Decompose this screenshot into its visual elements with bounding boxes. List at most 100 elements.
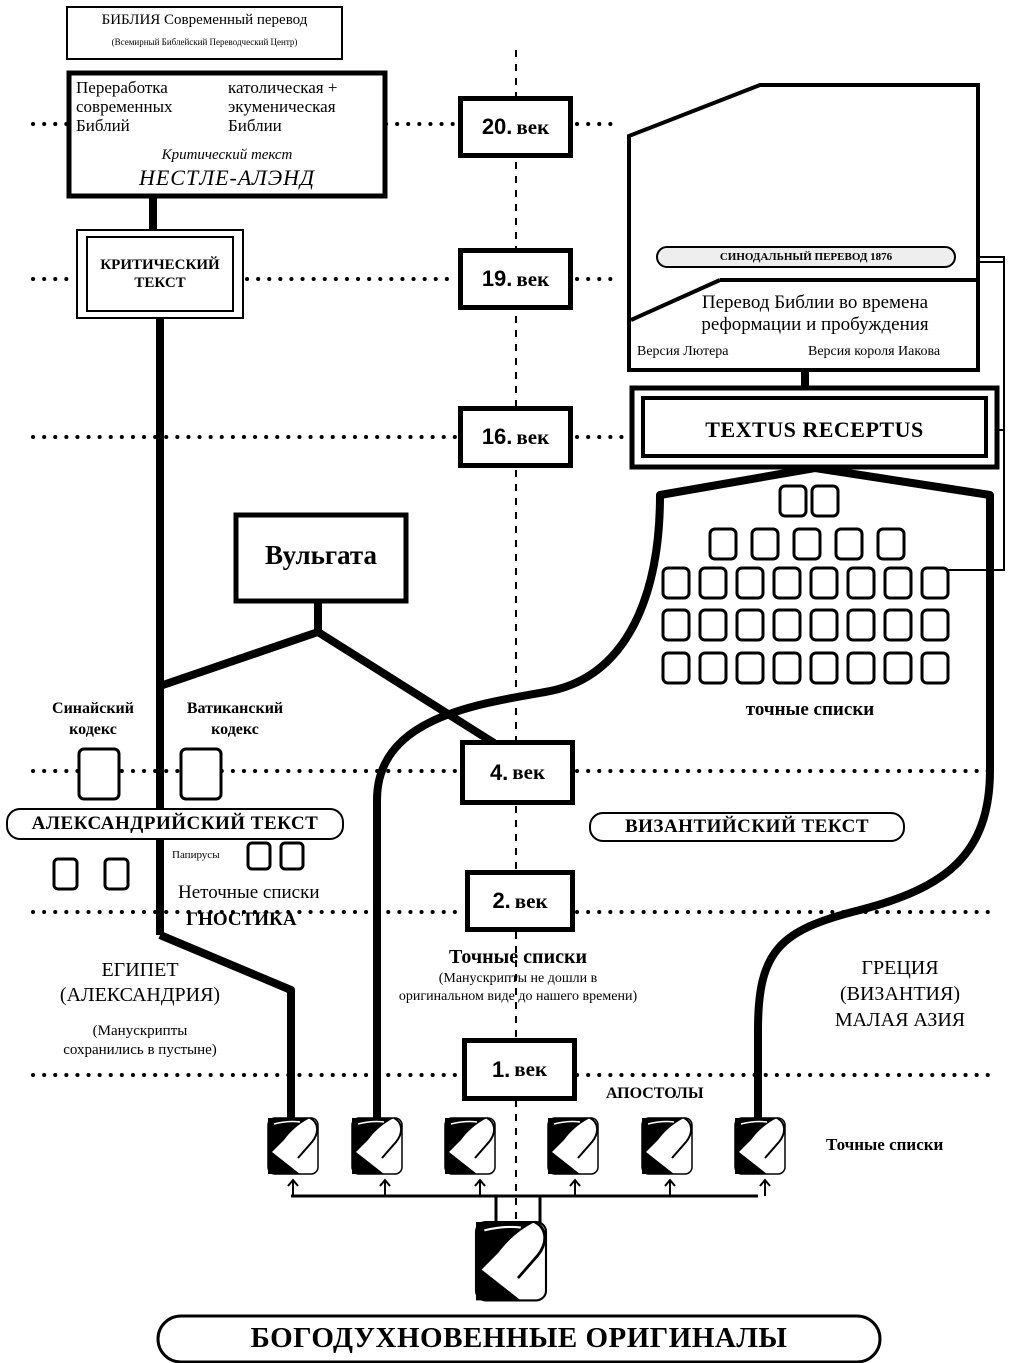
century-16-num: 16. xyxy=(481,424,513,449)
century-20-num: 20. xyxy=(481,114,513,139)
sinaiticus-line: кодекс xyxy=(69,721,117,738)
byzantine-text-label: ВИЗАНТИЙСКИЙ ТЕКСТ xyxy=(624,816,870,837)
century-1-word: век xyxy=(514,1057,548,1081)
accurate-copies-center: Точные списки xyxy=(448,946,588,968)
vulgate-label: Вульгата xyxy=(264,540,378,570)
arrow-head xyxy=(379,1178,391,1187)
copy-manuscript xyxy=(809,608,839,642)
modern-right-col: католическая + экуменическая Библии xyxy=(228,78,337,135)
century-4-num: 4. xyxy=(489,759,509,785)
lineage-arrows xyxy=(287,1178,771,1196)
century-20-word: век xyxy=(516,114,550,139)
egypt-note-line: сохранились в пустыне) xyxy=(63,1042,217,1058)
copy-manuscript xyxy=(846,651,876,685)
egypt-label: ЕГИПЕТ (АЛЕКСАНДРИЯ) xyxy=(10,958,270,1008)
arrow-head xyxy=(759,1178,771,1187)
accurate-copies-center-note: (Манускрипты не дошли в оригинальном вид… xyxy=(370,970,666,1006)
century-16-word: век xyxy=(516,424,550,449)
vaticanus-line: кодекс xyxy=(211,721,259,738)
modern-left-col: Переработка современных Библий xyxy=(76,78,173,135)
century-19: 19.век xyxy=(458,248,573,310)
copy-manuscript xyxy=(883,608,913,642)
copy-manuscript xyxy=(772,651,802,685)
top-bible-subtitle: (Всемирный Библейский Переводческий Цент… xyxy=(111,37,298,47)
vaticanus-line: Ватиканский xyxy=(186,700,284,717)
century-16: 16.век xyxy=(458,406,573,468)
copy-manuscript xyxy=(846,566,876,600)
greece-line: (ВИЗАНТИЯ) xyxy=(839,983,960,1005)
century-19-num: 19. xyxy=(481,266,513,291)
alexandrian-text-label: АЛЕКСАНДРИЙСКИЙ ТЕКСТ xyxy=(31,813,319,834)
papyrus-small xyxy=(103,857,130,891)
egypt-note-line: (Манускрипты xyxy=(92,1023,188,1039)
modern-left-line: Переработка xyxy=(76,78,168,97)
copy-manuscript xyxy=(661,608,691,642)
accurate-lists-label: точные списки xyxy=(745,699,875,720)
century-4-word: век xyxy=(512,760,546,784)
papyrus-small xyxy=(246,841,272,871)
byzantine-text-pill: ВИЗАНТИЙСКИЙ ТЕКСТ xyxy=(589,812,905,842)
vaticanus-label: Ватиканский кодекс xyxy=(165,698,305,740)
gnostics-label: ГНОСТИКА xyxy=(186,909,297,930)
accurate-copies-right: Точные списки xyxy=(826,1135,944,1154)
apostle-manuscripts xyxy=(267,1117,786,1175)
arrow-head xyxy=(287,1178,299,1187)
copy-manuscript xyxy=(735,566,765,600)
copy-manuscript xyxy=(846,608,876,642)
kjv-version: Версия короля Иакова xyxy=(808,344,941,359)
reformation-line: реформации и пробуждения xyxy=(701,314,929,335)
alexandrian-text-pill: АЛЕКСАНДРИЙСКИЙ ТЕКСТ xyxy=(6,808,344,840)
arrow-head xyxy=(569,1178,581,1187)
century-lines xyxy=(31,122,992,1077)
century-19-word: век xyxy=(516,266,550,291)
arrow-head xyxy=(474,1178,486,1187)
center-note-line: оригинальном виде до нашего времени) xyxy=(398,989,638,1004)
sinaiticus-label: Синайский кодекс xyxy=(33,698,153,740)
synodal-translation-pill: СИНОДАЛЬНЫЙ ПЕРЕВОД 1876 xyxy=(656,246,956,268)
copy-manuscript xyxy=(772,608,802,642)
textus-receptus-box xyxy=(629,385,1000,470)
papyrus-small xyxy=(279,841,305,871)
reformation-label: Перевод Библии во времена реформации и п… xyxy=(660,292,970,336)
egypt-note: (Манускрипты сохранились в пустыне) xyxy=(10,1022,270,1060)
modern-bibles-box xyxy=(66,70,388,199)
century-2-num: 2. xyxy=(492,888,511,913)
greece-line: МАЛАЯ АЗИЯ xyxy=(834,1009,966,1031)
critical-text-label: КРИТИЧЕСКИЙ ТЕКСТ xyxy=(87,256,233,292)
copy-manuscript xyxy=(750,527,780,561)
copy-manuscript xyxy=(772,566,802,600)
copy-manuscript xyxy=(883,566,913,600)
originals-banner: БОГОДУХНОВЕННЫЕ ОРИГИНАЛЫ xyxy=(250,1322,788,1354)
copy-manuscript xyxy=(708,527,738,561)
century-4: 4.век xyxy=(460,740,575,805)
copy-manuscript xyxy=(809,651,839,685)
critical-text-line: ТЕКСТ xyxy=(134,275,186,291)
copy-manuscript xyxy=(876,527,906,561)
modern-left-line: современных xyxy=(76,97,173,116)
papyrus-small xyxy=(52,857,79,891)
original-connectors xyxy=(291,1194,758,1225)
critical-text-line: КРИТИЧЕСКИЙ xyxy=(100,257,220,273)
originals-banner-frame xyxy=(156,1314,882,1363)
copy-manuscript xyxy=(698,651,728,685)
manuscript-icon xyxy=(641,1117,693,1175)
copy-manuscript xyxy=(735,608,765,642)
manuscript-icon xyxy=(734,1117,786,1175)
copy-manuscript xyxy=(883,651,913,685)
century-20: 20.век xyxy=(458,96,573,158)
modern-right-line: католическая + xyxy=(228,78,338,97)
egypt-line: (АЛЕКСАНДРИЯ) xyxy=(59,984,221,1006)
century-1: 1.век xyxy=(462,1038,577,1101)
manuscript-icon xyxy=(444,1117,496,1175)
modern-right-line: Библии xyxy=(228,116,282,135)
copy-manuscript xyxy=(698,608,728,642)
modern-right-line: экуменическая xyxy=(228,97,336,116)
manuscript-icon xyxy=(351,1117,403,1175)
century-1-num: 1. xyxy=(491,1056,511,1082)
century-2-word: век xyxy=(514,888,548,913)
sinaiticus-codex xyxy=(77,747,121,801)
reformation-line: Перевод Библии во времена xyxy=(701,292,929,313)
synodal-translation-label: СИНОДАЛЬНЫЙ ПЕРЕВОД 1876 xyxy=(719,251,893,263)
copy-manuscript xyxy=(809,566,839,600)
